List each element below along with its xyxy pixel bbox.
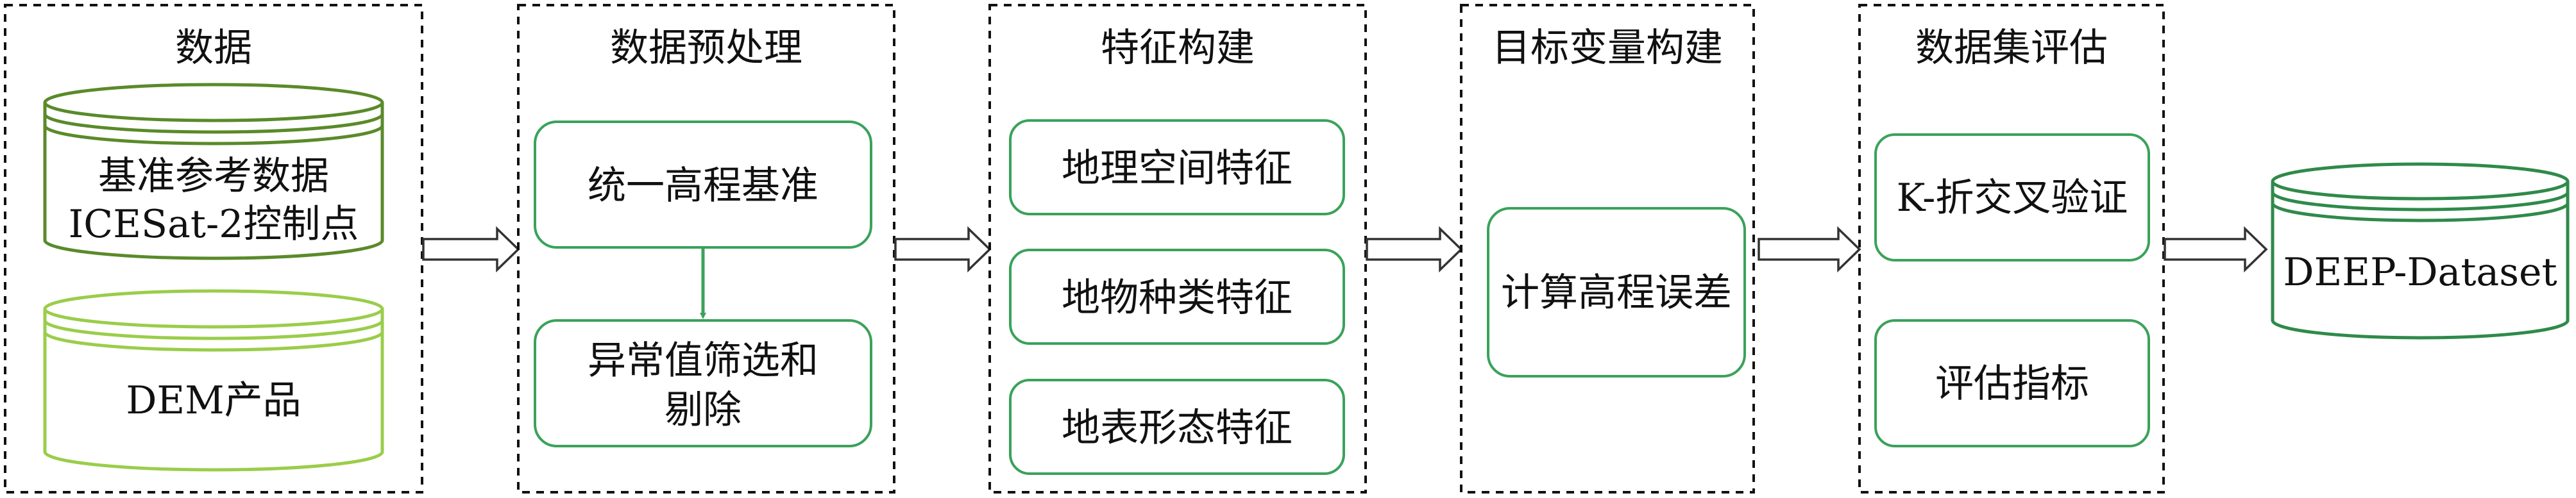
landcover-feature-box [1009,249,1345,345]
flow-arrow-4 [1758,226,1861,273]
stage-target-frame [1460,4,1755,494]
compute-error-box [1487,207,1746,378]
dem-product-label: DEM产品 [126,378,301,423]
reference-data-cylinder: 基准参考数据 ICESat-2控制点 [43,83,384,260]
stage-preprocess-frame [517,4,895,494]
outlier-removal-box [534,319,872,447]
geospatial-feature-box [1009,119,1345,215]
stage-features-title: 特征构建 [1101,26,1255,71]
outlier-removal-label-line2: 剔除 [665,388,741,433]
datum-unify-label: 统一高程基准 [588,163,818,208]
stage-preprocess: 数据预处理 统一高程基准 异常值筛选和 剔除 [517,4,895,494]
outlier-removal-label-line1: 异常值筛选和 [588,338,818,383]
geospatial-feature-label: 地理空间特征 [1062,146,1292,191]
flow-arrow-5 [2164,226,2268,273]
stage-evaluation-title: 数据集评估 [1915,26,2108,71]
stage-target-title: 目标变量构建 [1492,26,1723,71]
terrain-feature-label: 地表形态特征 [1062,406,1292,451]
terrain-feature-box [1009,379,1345,475]
reference-data-label-line2: ICESat-2控制点 [69,202,359,247]
kfold-validation-box [1874,133,2150,261]
deep-dataset-cylinder: DEEP-Dataset [2271,162,2570,340]
kfold-validation-label: K-折交叉验证 [1897,176,2128,220]
flow-arrow-3 [1366,226,1463,273]
evaluation-metrics-label: 评估指标 [1935,361,2089,406]
deep-dataset-label: DEEP-Dataset [2283,250,2557,295]
flow-arrow-1 [422,226,520,273]
dem-product-cylinder: DEM产品 [43,289,384,472]
stage-features-frame [988,4,1367,494]
reference-data-label-line1: 基准参考数据 [98,154,329,199]
compute-error-label: 计算高程误差 [1501,270,1732,315]
stage-data-title: 数据 [175,26,252,71]
landcover-feature-label: 地物种类特征 [1062,276,1292,320]
stage-evaluation: 数据集评估 K-折交叉验证 评估指标 [1858,4,2165,494]
flow-arrow-2 [894,226,992,273]
stage-features: 特征构建 地理空间特征 地物种类特征 地表形态特征 [988,4,1367,494]
stage-preprocess-title: 数据预处理 [610,26,802,71]
evaluation-metrics-box [1874,319,2150,447]
stage-target: 目标变量构建 计算高程误差 [1460,4,1755,494]
stage-data: 数据 基准参考数据 ICESat-2控制点 DEM产品 [4,4,423,494]
